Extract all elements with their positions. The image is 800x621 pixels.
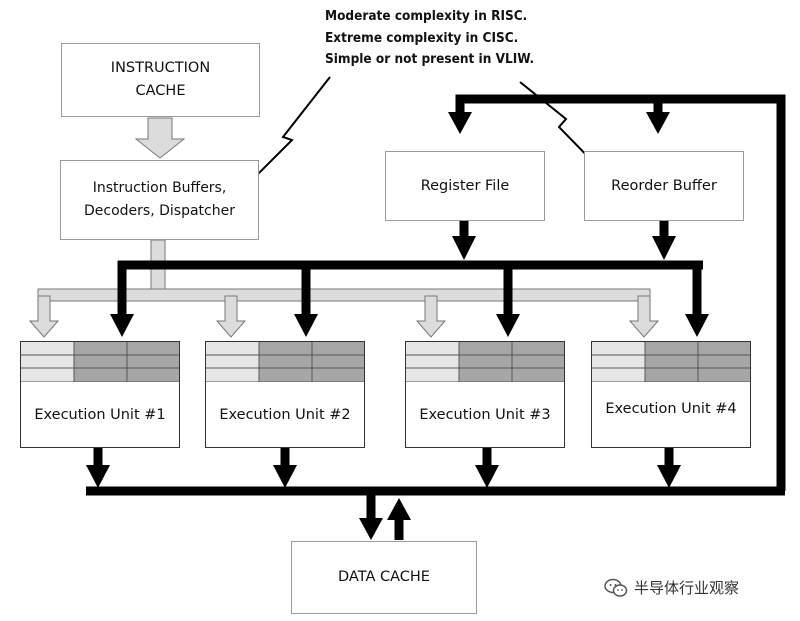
decoder-dispatcher-block: Instruction Buffers, Decoders, Dispatche… — [60, 160, 259, 240]
data-cache-label: DATA CACHE — [338, 569, 430, 585]
icache-to-decoder-arrow — [134, 117, 186, 159]
execution-unit-2: Execution Unit #2 — [205, 341, 365, 448]
operand-bus — [86, 94, 786, 540]
data-cache-block: DATA CACHE — [291, 541, 477, 614]
watermark-text: 半导体行业观察 — [634, 579, 740, 597]
execution-unit-1: Execution Unit #1 — [20, 341, 180, 448]
complexity-annotation: Moderate complexity in RISC. Extreme com… — [325, 6, 534, 71]
instruction-cache-block: INSTRUCTION CACHE — [61, 43, 260, 117]
execution-unit-4: Execution Unit #4 — [591, 341, 751, 448]
annotation-line: Moderate complexity in RISC. — [325, 8, 528, 24]
annotation-line: Extreme complexity in CISC. — [325, 29, 519, 46]
operand-registers — [21, 342, 179, 382]
execution-unit-3: Execution Unit #3 — [405, 341, 565, 448]
watermark: 半导体行业观察 — [604, 577, 739, 598]
operand-registers — [206, 342, 364, 382]
bus-arrowheads — [86, 112, 709, 540]
reorder-buffer-block: Reorder Buffer — [584, 151, 744, 221]
dispatch-paths — [28, 117, 660, 338]
operand-registers — [592, 342, 750, 382]
execution-unit-label: Execution Unit #2 — [219, 406, 351, 423]
execution-unit-label: Execution Unit #3 — [419, 406, 551, 423]
pointer-to-reorder-buffer — [519, 81, 600, 169]
pointer-to-decoder — [245, 76, 331, 187]
register-file-block: Register File — [385, 151, 545, 221]
dispatch-rail — [37, 288, 651, 302]
annotation-line: Simple or not present in VLIW. — [325, 51, 535, 67]
instruction-cache-label: INSTRUCTION CACHE — [110, 60, 211, 99]
dispatch-arrows — [28, 295, 660, 338]
decoder-dispatcher-label: Instruction Buffers, Decoders, Dispatche… — [84, 180, 235, 219]
execution-unit-label: Execution Unit #4 — [605, 400, 737, 417]
wechat-icon — [604, 578, 628, 597]
operand-registers — [406, 342, 564, 382]
reorder-buffer-label: Reorder Buffer — [611, 177, 717, 194]
register-file-label: Register File — [420, 177, 510, 194]
execution-unit-label: Execution Unit #1 — [34, 406, 166, 423]
